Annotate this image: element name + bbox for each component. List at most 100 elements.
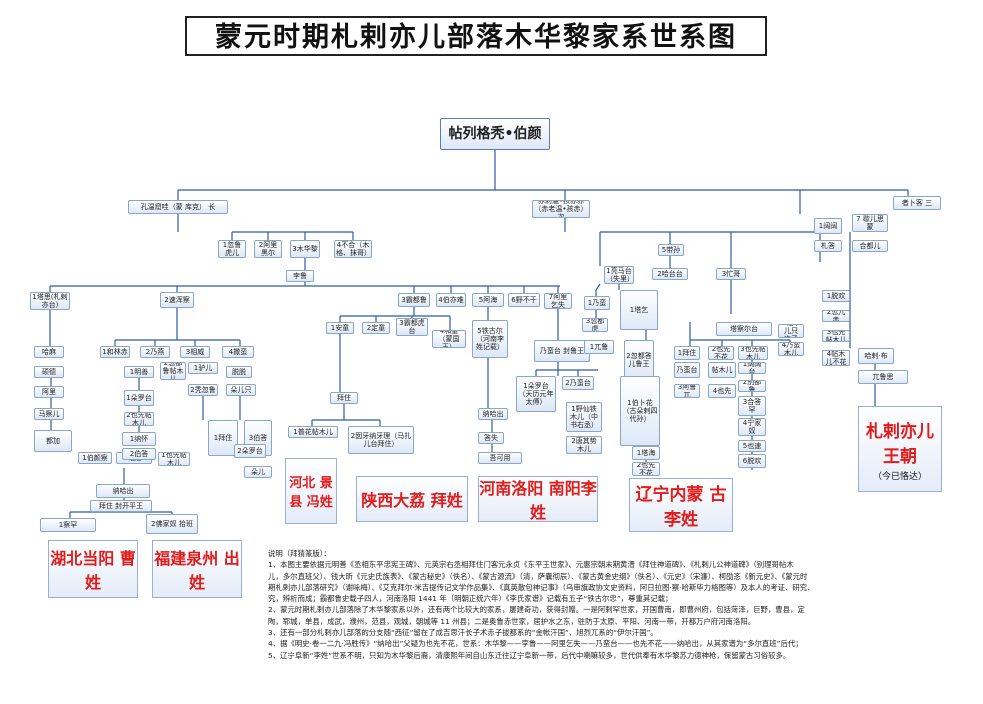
fujian-quanzhou-label: 福建泉州 出姓: [154, 549, 240, 592]
person-node-n-shu1: 1阔阔台: [738, 362, 766, 374]
person-node-n-hiller: 兀鲁思: [858, 370, 908, 384]
person-node-n-yian: 1安童: [326, 322, 354, 334]
person-node-n-mixi: 札答: [814, 240, 842, 252]
note-line: 5、辽宁阜新“李姓”世系不明，只知为木华黎后裔，清康熙年间自山东迁往辽宁阜新一带…: [268, 650, 791, 660]
note-line: 2、蒙元时期札剌亦儿部落除了木华黎家系以外，还有两个比较大的家系，屡建奇功，获得…: [268, 605, 805, 615]
person-node-n-jiahe: 塔察尔台: [716, 322, 772, 336]
hebei-feng-label: 河北 景县 冯姓: [289, 476, 333, 510]
note-line: 儿，多尔直班父）、钱大昕《元史氏族表》、《蒙古秘史》（佚名）、《蒙古源流》（清，…: [268, 571, 808, 581]
person-node-n-shaoming: 哈麻: [34, 346, 64, 358]
shaanxi-bai-box: 陕西大荔 拜姓: [356, 476, 468, 522]
person-node-n-heihe: 1拜住: [208, 420, 238, 456]
person-node-n-rerr: 哈剌·布: [858, 348, 894, 364]
person-node-n-aiyue: 朵儿只: [226, 384, 256, 396]
person-node-n-7: 7阿里乞失: [544, 293, 572, 309]
person-node-n-liya: 都加: [34, 430, 72, 452]
person-node-n-tal: 1塔思(札剌亦台): [30, 292, 70, 310]
zhala-dynasty-note: （今已恪达）: [872, 471, 927, 482]
zhala-dynasty-label: 札剌亦儿 王朝: [866, 421, 934, 467]
note-line: 1、本图主要依据元明善《丞相东平忠宪王碑》、元英宗右丞相拜住门客元永贞《东平王世…: [268, 560, 794, 570]
person-node-n-sir: 2忽儿赤: [822, 310, 850, 322]
person-node-n-wei2: 2囡牙纳牙理（马扎儿台拜住）: [348, 426, 414, 454]
person-node-n-mu3: 3木华黎: [290, 240, 320, 258]
person-node-n-wenxi: 4撒蛮: [222, 346, 254, 358]
person-node-n-sushu: 2速浑察: [160, 292, 194, 308]
person-node-n-bei: 吾可用: [478, 452, 522, 464]
person-node-n-erlu: 1阔阔: [814, 218, 842, 234]
person-node-n-nx1: 1察罕: [40, 518, 96, 532]
liaoning-li-label: 辽宁内蒙 古李姓: [635, 485, 727, 530]
person-node-n-zh1: 乃蛮台: [674, 362, 700, 378]
person-node-n-hongji: 2忽都答儿鲁王: [624, 340, 654, 380]
person-node-n-aller: 纳哈出: [478, 408, 508, 420]
person-node-n-sanger: 2忽都鲁帖木儿: [160, 362, 186, 380]
person-node-n-mao2: 2唐其势木儿: [566, 436, 602, 454]
person-node-n-sanbu: 1朵罗台: [124, 390, 154, 406]
person-node-n-kucheng: 3相威: [180, 346, 210, 358]
person-node-n-mu4: 4不合（木格、抹哥）: [334, 240, 372, 258]
person-node-n-6: 6野不干: [508, 293, 540, 307]
person-node-n-kao: 4帖木儿不花: [822, 350, 850, 366]
person-node-n-bai: 7 歇儿思蒙: [852, 214, 888, 232]
person-node-n-huolu: 1和林赤: [100, 346, 130, 358]
person-node-n-hebu: 合都儿: [852, 240, 888, 252]
person-node-n-lanwei: 1伯颜察: [78, 452, 112, 464]
person-node-n-bagu: 3霸都鲁: [398, 293, 430, 307]
person-node-n-kong: 孔温窟哇（蒙 库克） 长: [128, 200, 228, 214]
person-node-n-zh3: 3阿鲁兀: [674, 384, 700, 398]
person-node-n-baiwei: 1普花帖木儿: [288, 426, 338, 438]
person-node-n-jiage: 1脱欢: [822, 290, 850, 302]
person-node-n-xiu: 5铁古尔（河南李姓记载）: [472, 320, 508, 358]
person-node-n-shu2: 2别都鲁: [738, 380, 766, 392]
person-node-n-riri: 1驴儿: [188, 362, 218, 374]
person-node-n-jiubo: 1伯卜花（古朵剌四代孙）: [620, 376, 660, 446]
person-node-n-shuanger: 1明善: [124, 366, 154, 378]
person-node-n-shier-hou: 1兀鲁: [584, 340, 614, 354]
person-node-n-chila: 赤剌温•孩赤赤（赤老温•孩赤）次: [532, 200, 590, 218]
shaanxi-bai-label: 陕西大荔 拜姓: [361, 491, 463, 510]
person-node-n-xiqu: 2也先帖木儿: [124, 412, 154, 426]
connector-line: [595, 283, 601, 291]
person-node-n-ergu: 脱脱: [226, 366, 252, 378]
person-node-n-dingzhu: 2定童: [362, 322, 390, 334]
person-node-n-chu2: 2伯答: [122, 448, 156, 460]
hubei-cao-box: 湖北当阳 曹姓: [48, 540, 138, 598]
henan-li-label: 河南洛阳 南阳李姓: [479, 479, 597, 522]
explanation-notes: 说明（拜猜篆版）： 1、本图主要依据元明善《丞相东平忠宪王碑》、元英宗右丞相拜住…: [268, 548, 970, 661]
person-node-n-wuwei: 3霸都虎台: [396, 318, 428, 336]
person-node-n-zhebu: 者卜客 三: [893, 196, 941, 210]
person-node-n-ka: 阿里: [34, 386, 64, 398]
note-line: 4、据《明史·卷一二九·冯胜传》“纳哈出”父疑为也先不花，世系：木华黎——孛鲁—…: [268, 639, 803, 649]
zhala-dynasty-box: 札剌亦儿 王朝 （今已恪达）: [858, 406, 942, 492]
person-node-n-shu6: 6脱欢: [738, 454, 766, 468]
person-node-n-lu2: 2乃蛮台: [562, 376, 594, 390]
person-node-n-gu: 硕德: [34, 366, 64, 378]
person-node-n-jiu-jingwang: 乃蛮台 封鲁王: [534, 340, 590, 362]
person-node-root: 帖列格秃•伯颜: [440, 118, 550, 150]
person-node-n-yi: 5带孙: [658, 244, 684, 256]
person-node-n-huzhou: 1塔海: [632, 446, 660, 460]
person-node-n-zh2: 帖木儿: [708, 362, 736, 378]
person-node-n-lu: 1朵罗台（天历元年太傅）: [516, 376, 556, 412]
liaoning-li-box: 辽宁内蒙 古李姓: [629, 478, 733, 532]
person-node-n-chu: 1纳怀: [122, 432, 156, 446]
person-node-n-lianzhi: 4帖木儿只 次子: [778, 324, 804, 338]
person-node-n-chufei: 4和童（蒙国王）: [432, 330, 466, 348]
person-node-n-ba2: 拜住 封开平王: [90, 500, 152, 512]
note-line: 3、还有一部分札剌亦儿部落的分支随“西征”留在了成吉思汗长子术赤子拔都系的“金帐…: [268, 628, 658, 638]
person-node-n-siba: 1乃蛮: [584, 296, 610, 310]
note-line: 陶，郓城，单县，成武，濮州，范县，观城，朝城等 11 州县；二是奥鲁赤世家，居护…: [268, 616, 756, 626]
person-node-n-she: 1塔乞: [620, 290, 658, 330]
person-node-n-liushi: 4乃蛮木儿: [778, 342, 804, 356]
person-node-n-shu5: 5也速: [738, 440, 766, 452]
person-node-n-mu1: 1忽鲁虎儿: [218, 240, 246, 258]
person-node-n-xiangshu: 1也先帖木儿: [158, 452, 190, 466]
note-line: 究，辨析而成；霸都鲁史载子四人，河南洛阳 1441 年（明朝正统六年）《李氏家谱…: [268, 594, 673, 604]
person-node-n-ba: 纳哈出: [96, 484, 150, 498]
person-node-n-xushu: 1拜住: [674, 346, 700, 360]
person-node-n-tuo: 答失: [478, 432, 504, 444]
note-line: 期札剌亦儿部落研究》（谢咏梅）、《艾克拜尔·米吉提传记文学作品集》、《真英散包神…: [268, 582, 815, 592]
hebei-feng-box: 河北 景县 冯姓: [285, 458, 337, 524]
person-node-n-anwei: 2乃燕: [140, 346, 170, 358]
